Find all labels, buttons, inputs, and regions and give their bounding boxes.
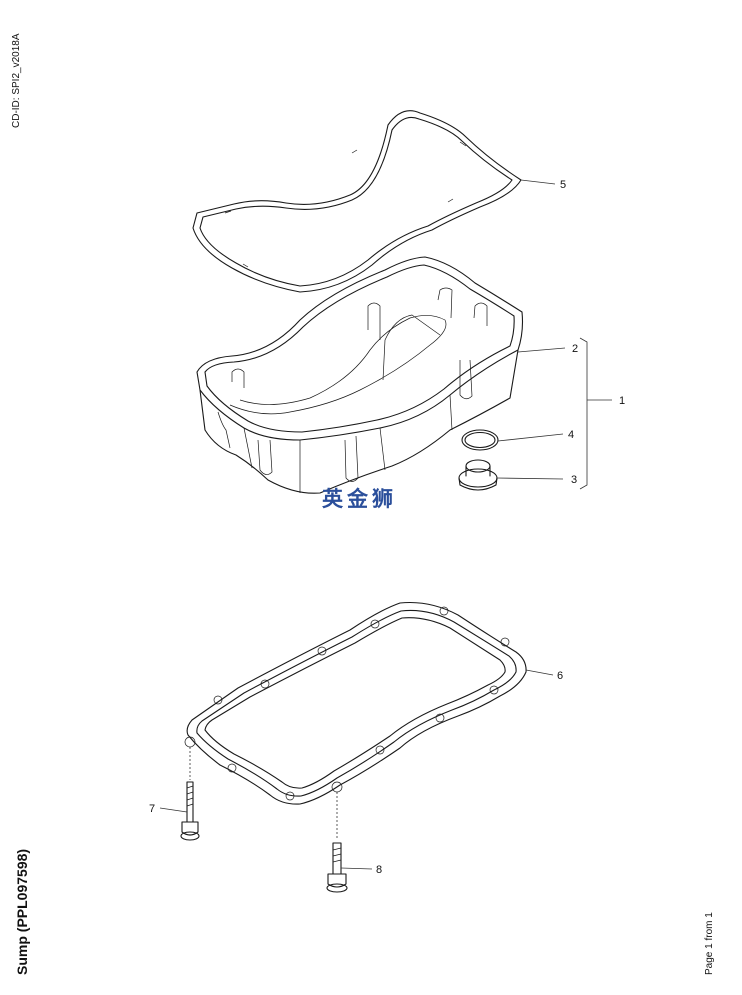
callout-1: 1	[619, 395, 625, 407]
watermark: 英金狮	[322, 487, 397, 511]
callout-8: 8	[376, 864, 382, 876]
part-3-drain-plug	[458, 459, 498, 491]
callout-4: 4	[568, 429, 574, 441]
callout-7: 7	[149, 803, 155, 815]
part-6-lower-plate	[184, 601, 527, 805]
part-2-sump-pan	[196, 256, 524, 494]
part-4-o-ring	[461, 429, 499, 451]
part-8-bolt	[326, 792, 348, 893]
part-7-bolt	[180, 747, 200, 841]
part-5-gasket	[192, 110, 522, 293]
leader-lines	[159, 179, 612, 870]
callout-6: 6	[557, 670, 563, 682]
callout-5: 5	[560, 179, 566, 191]
callout-2: 2	[572, 343, 578, 355]
callout-3: 3	[571, 474, 577, 486]
